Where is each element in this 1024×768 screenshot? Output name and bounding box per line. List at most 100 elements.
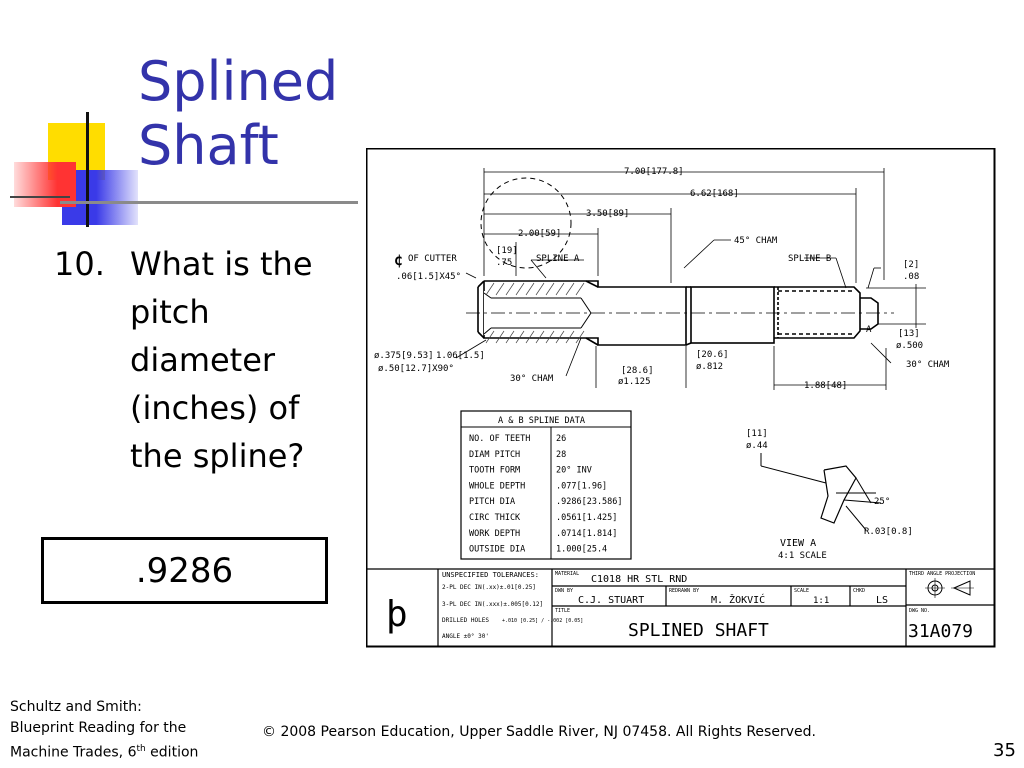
cutter-circle bbox=[480, 177, 572, 269]
spline-table-header: A & B SPLINE DATA bbox=[498, 416, 585, 426]
decoration-horizontal-line bbox=[10, 196, 70, 198]
footer-source-line-3-sup: th bbox=[136, 744, 146, 754]
scale-value: 1:1 bbox=[813, 596, 829, 606]
dim-08: .08 bbox=[903, 272, 919, 282]
tol-drilled-label: DRILLED HOLES bbox=[442, 617, 489, 624]
footer-copyright: © 2008 Pearson Education, Upper Saddle R… bbox=[262, 724, 816, 740]
footer-source: Schultz and Smith: Blueprint Reading for… bbox=[10, 697, 198, 764]
dim-of-cutter: OF CUTTER bbox=[408, 254, 457, 264]
spline-row-label: TOOTH FORM bbox=[469, 466, 520, 476]
spline-data-table: A & B SPLINE DATA bbox=[460, 410, 632, 560]
material-value: C1018 HR STL RND bbox=[591, 574, 687, 585]
spline-row-value: 1.000[25.4 bbox=[556, 545, 607, 555]
projection-symbol bbox=[925, 578, 974, 598]
footer-source-line-3: Machine Trades, 6th edition bbox=[10, 739, 198, 764]
dim-2: [2] bbox=[903, 260, 919, 270]
redrawn-by-label: REDRAWN BY bbox=[669, 588, 699, 594]
view-a-radius: R.03[0.8] bbox=[864, 527, 913, 537]
slide-title: Splined Shaft bbox=[138, 50, 338, 178]
dim-168: 6.62[168] bbox=[690, 189, 739, 199]
dim-500: ø.500 bbox=[896, 341, 923, 351]
page-number: 35 bbox=[993, 740, 1016, 761]
tol-3pl: 3-PL DEC IN(.xxx)±.005[0.12] bbox=[442, 601, 543, 608]
dim-hole-1: ø.375[9.53] bbox=[374, 351, 434, 361]
footer-source-line-1: Schultz and Smith: bbox=[10, 699, 142, 715]
decoration-red-square bbox=[14, 162, 76, 207]
redrawn-by-value: M. ŽOKVIĆ bbox=[711, 593, 765, 606]
spline-row-value: .0561[1.425] bbox=[556, 513, 617, 523]
title-line-2: Shaft bbox=[138, 114, 279, 177]
spline-row-value: 28 bbox=[556, 450, 566, 460]
title-block: þ bbox=[366, 568, 995, 647]
spline-row-label: DIAM PITCH bbox=[469, 450, 520, 460]
spline-row-value: 20° INV bbox=[556, 466, 592, 476]
publisher-logo: þ bbox=[386, 594, 408, 635]
tol-2pl: 2-PL DEC IN(.xx)±.01[0.25] bbox=[442, 584, 536, 591]
dwg-no-value: 31A079 bbox=[908, 621, 973, 642]
answer-box: .9286 bbox=[41, 537, 328, 604]
title-line-1: Splined bbox=[138, 50, 339, 113]
projection-label: THIRD ANGLE PROJECTION bbox=[909, 571, 975, 577]
title-block-text: UNSPECIFIED TOLERANCES: 2-PL DEC IN(.xx)… bbox=[442, 571, 975, 642]
view-a-dim-44: ø.44 bbox=[746, 441, 768, 451]
question-text: What is the pitch diameter (inches) of t… bbox=[130, 245, 313, 475]
spline-row-label: WHOLE DEPTH bbox=[469, 481, 525, 491]
question: 10. What is the pitch diameter (inches) … bbox=[54, 240, 354, 480]
drawn-by-value: C.J. STUART bbox=[578, 595, 644, 606]
dim-48: 1.88[48] bbox=[804, 381, 847, 391]
dim-20-6: [20.6] bbox=[696, 350, 729, 360]
dwg-no-label: DWG NO. bbox=[909, 608, 930, 614]
spline-row-value: 26 bbox=[556, 434, 566, 444]
drawing-title: SPLINED SHAFT bbox=[628, 620, 769, 641]
view-a-detail: [11] ø.44 25° R.03[0.8] VIEW A 4:1 SCALE bbox=[746, 429, 913, 561]
dim-13: [13] bbox=[898, 329, 920, 339]
footer-source-line-3-post: edition bbox=[145, 744, 199, 761]
chkd-value: LS bbox=[876, 595, 888, 606]
spline-row-value: .9286[23.586] bbox=[556, 497, 623, 507]
dim-28-6: [28.6] bbox=[621, 366, 654, 376]
scale-label: SCALE bbox=[794, 588, 809, 594]
title-underline bbox=[60, 201, 358, 204]
centerline-symbol: ¢ bbox=[394, 251, 403, 269]
dim-75: .75 bbox=[496, 258, 512, 268]
dim-overall: 7.00[177.8] bbox=[624, 167, 684, 177]
question-number: 10. bbox=[54, 245, 105, 283]
dimension-lines bbox=[455, 168, 926, 390]
dim-812: ø.812 bbox=[696, 362, 723, 372]
decoration-vertical-line bbox=[86, 112, 89, 227]
shaft-outline bbox=[477, 280, 879, 346]
spline-row-label: OUTSIDE DIA bbox=[469, 545, 525, 555]
footer-source-line-3-pre: Machine Trades, 6 bbox=[10, 744, 137, 761]
dim-depth-06: 1.06[1.5] bbox=[436, 351, 485, 361]
title-label: TITLE bbox=[555, 608, 570, 614]
tol-header: UNSPECIFIED TOLERANCES: bbox=[442, 571, 539, 579]
spline-row-label: CIRC THICK bbox=[469, 513, 521, 523]
dim-chamfer-left: .06[1.5]X45° bbox=[396, 272, 461, 282]
drawing-border bbox=[366, 148, 996, 648]
spline-row-label: PITCH DIA bbox=[469, 497, 515, 507]
dimension-labels: 7.00[177.8] 6.62[168] 3.50[89] 2.00[59] … bbox=[374, 167, 950, 391]
label-a-arrow: A bbox=[866, 325, 872, 335]
drawn-by-label: DWN BY bbox=[555, 588, 573, 594]
dim-hole-2: ø.50[12.7]X90° bbox=[378, 364, 454, 374]
view-a-angle: 25° bbox=[874, 497, 890, 507]
tol-angle: ANGLE ±0° 30' bbox=[442, 633, 489, 640]
label-45-cham: 45° CHAM bbox=[734, 236, 778, 246]
blueprint-drawing: 7.00[177.8] 6.62[168] 3.50[89] 2.00[59] … bbox=[366, 148, 996, 648]
view-a-scale: 4:1 SCALE bbox=[778, 551, 827, 561]
spline-row-value: .077[1.96] bbox=[556, 481, 607, 491]
spline-row-label: NO. OF TEETH bbox=[469, 434, 530, 444]
view-a-label: VIEW A bbox=[780, 538, 816, 549]
footer-source-line-2: Blueprint Reading for the bbox=[10, 720, 187, 736]
dim-59: 2.00[59] bbox=[518, 229, 561, 239]
dim-19: [19] bbox=[496, 246, 518, 256]
chkd-label: CHKD bbox=[853, 588, 865, 594]
label-30-cham-left: 30° CHAM bbox=[510, 374, 554, 384]
dim-89: 3.50[89] bbox=[586, 209, 629, 219]
spline-row-value: .0714[1.814] bbox=[556, 529, 617, 539]
material-label: MATERIAL bbox=[555, 571, 579, 577]
view-a-dim-11: [11] bbox=[746, 429, 768, 439]
spline-row-label: WORK DEPTH bbox=[469, 529, 520, 539]
label-spline-a: SPLINE A bbox=[536, 254, 580, 264]
